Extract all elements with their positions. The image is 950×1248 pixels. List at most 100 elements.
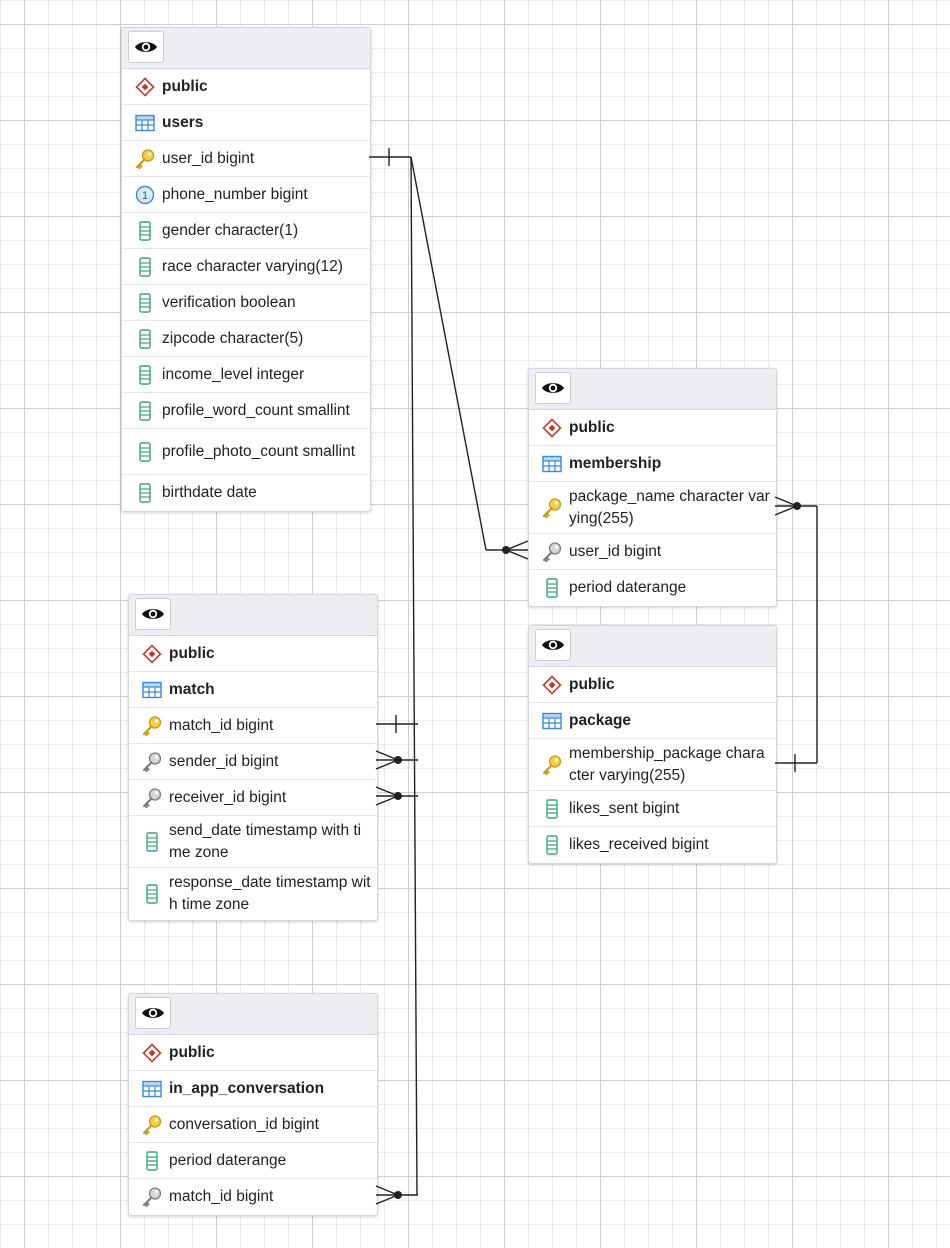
column-label: response_date timestamp with time zone (169, 874, 371, 913)
node-header (529, 369, 776, 410)
column-row[interactable]: conversation_id bigint (129, 1107, 377, 1143)
column-icon (134, 400, 156, 422)
table-icon (541, 453, 563, 475)
table-node-membership[interactable]: public membership package_name character v… (528, 368, 777, 607)
column-row[interactable]: match_id bigint (129, 1179, 377, 1215)
table-icon (541, 710, 563, 732)
column-label: membership_package character varying(255… (569, 744, 765, 784)
schema-name: public (162, 77, 208, 95)
column-row[interactable]: likes_sent bigint (529, 791, 776, 827)
column-row[interactable]: user_id bigint (529, 534, 776, 570)
node-header (129, 994, 377, 1035)
column-row[interactable]: income_level integer (122, 357, 370, 393)
show-details-button[interactable] (535, 629, 571, 661)
foreign-key-icon (541, 541, 563, 563)
show-details-button[interactable] (535, 372, 571, 404)
column-label: match_id bigint (169, 1188, 274, 1205)
column-label: period daterange (169, 1151, 287, 1169)
column-row[interactable]: send_date timestamp with time zone (129, 816, 377, 868)
table-icon (141, 1078, 163, 1100)
column-label: send_date timestamp with time zone (169, 821, 362, 861)
table-name: match (169, 680, 215, 698)
column-row[interactable]: match_id bigint (129, 708, 377, 744)
column-label: zipcode character(5) (162, 329, 304, 347)
foreign-key-icon (141, 1186, 163, 1208)
table-node-match[interactable]: public match match_id bigint sender_id bigi… (128, 594, 378, 921)
column-label: profile_word_count smallint (162, 401, 350, 419)
column-label: conversation_id bigint (169, 1115, 319, 1133)
show-details-button[interactable] (128, 31, 164, 63)
eye-icon (541, 637, 565, 653)
column-label: period daterange (569, 579, 687, 596)
column-row[interactable]: period daterange (129, 1143, 377, 1179)
column-icon (134, 441, 156, 463)
column-row[interactable]: user_id bigint (122, 141, 370, 177)
column-row[interactable]: zipcode character(5) (122, 321, 370, 357)
schema-row: public (129, 1035, 377, 1071)
schema-icon (141, 1042, 163, 1064)
column-row[interactable]: verification boolean (122, 285, 370, 321)
column-row[interactable]: receiver_id bigint (129, 780, 377, 816)
primary-key-icon (141, 715, 163, 737)
column-label: package_name character varying(255) (569, 487, 770, 527)
eye-icon (141, 606, 165, 622)
column-label: match_id bigint (169, 716, 274, 734)
eye-icon (541, 380, 565, 396)
table-name: in_app_conversation (169, 1079, 325, 1097)
column-label: birthdate date (162, 484, 257, 501)
column-icon (134, 482, 156, 504)
column-label: verification boolean (162, 293, 296, 311)
foreign-key-icon (141, 787, 163, 809)
show-details-button[interactable] (135, 997, 171, 1029)
schema-row: public (122, 69, 370, 105)
column-row[interactable]: package_name character varying(255) (529, 482, 776, 534)
table-name: package (569, 711, 632, 729)
column-row[interactable]: response_date timestamp with time zone (129, 868, 377, 920)
column-row[interactable]: gender character(1) (122, 213, 370, 249)
schema-row: public (529, 410, 776, 446)
column-row[interactable]: profile_photo_count smallint (122, 429, 370, 475)
table-icon (141, 679, 163, 701)
column-row[interactable]: likes_received bigint (529, 827, 776, 863)
column-icon (541, 577, 563, 599)
table-name-row: package (529, 703, 776, 739)
table-node-package[interactable]: public package membership_package characte… (528, 625, 777, 864)
table-node-in_app_conversation[interactable]: public in_app_conversation conversation_id… (128, 993, 378, 1216)
column-icon (134, 292, 156, 314)
column-row[interactable]: race character varying(12) (122, 249, 370, 285)
schema-row: public (129, 636, 377, 672)
unique-constraint-icon: 1 (134, 184, 156, 206)
column-row[interactable]: period daterange (529, 570, 776, 606)
schema-icon (134, 76, 156, 98)
column-label: likes_sent bigint (569, 799, 680, 817)
column-label: sender_id bigint (169, 752, 279, 770)
column-row[interactable]: membership_package character varying(255… (529, 739, 776, 791)
column-icon (541, 834, 563, 856)
column-icon (134, 256, 156, 278)
column-label: likes_received bigint (569, 836, 709, 853)
eye-icon (141, 1005, 165, 1021)
column-row[interactable]: sender_id bigint (129, 744, 377, 780)
column-row[interactable]: profile_word_count smallint (122, 393, 370, 429)
primary-key-icon (541, 754, 563, 776)
column-label: receiver_id bigint (169, 788, 287, 806)
column-icon (141, 831, 163, 853)
schema-name: public (169, 644, 215, 662)
column-label: profile_photo_count smallint (162, 442, 356, 460)
column-icon (134, 328, 156, 350)
table-name: users (162, 113, 204, 131)
schema-icon (541, 417, 563, 439)
schema-icon (141, 643, 163, 665)
node-header (122, 28, 370, 69)
show-details-button[interactable] (135, 598, 171, 630)
schema-row: public (529, 667, 776, 703)
table-name-row: users (122, 105, 370, 141)
column-label: user_id bigint (569, 542, 662, 560)
schema-name: public (569, 418, 615, 436)
primary-key-icon (141, 1114, 163, 1136)
table-name-row: match (129, 672, 377, 708)
column-row[interactable]: birthdate date (122, 475, 370, 511)
table-name-row: membership (529, 446, 776, 482)
